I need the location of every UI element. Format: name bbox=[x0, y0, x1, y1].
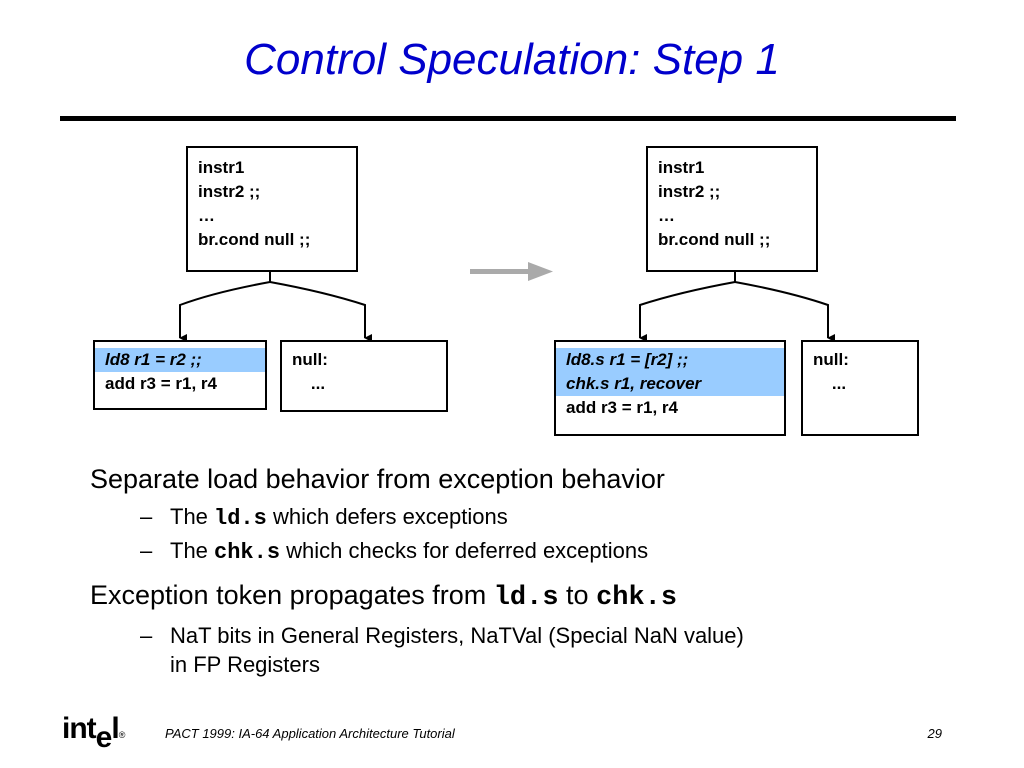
left-top-code-box: instr1 instr2 ;; … br.cond null ;; bbox=[186, 146, 358, 272]
dash-glyph: – bbox=[140, 504, 153, 529]
right-null-code-box: null: ... bbox=[801, 340, 919, 436]
code-line: instr2 ;; bbox=[198, 182, 261, 201]
transform-arrow-icon bbox=[470, 262, 553, 281]
bullet-text: Exception token propagates from bbox=[90, 580, 494, 610]
code-line: null: bbox=[813, 350, 849, 369]
code-line: instr1 bbox=[658, 158, 705, 177]
code-token: chk.s bbox=[596, 583, 678, 613]
intel-logo: intel® bbox=[62, 712, 126, 754]
bullet-exception-token: Exception token propagates from ld.s to … bbox=[90, 578, 677, 615]
code-line: add r3 = r1, r4 bbox=[566, 398, 678, 417]
diagram-connectors bbox=[179, 262, 835, 342]
page-number: 29 bbox=[927, 726, 942, 741]
title-rule bbox=[60, 116, 956, 121]
logo-text: l bbox=[111, 712, 119, 745]
slide-title: Control Speculation: Step 1 bbox=[244, 35, 780, 84]
code-line: null: bbox=[292, 350, 328, 369]
code-line: ... bbox=[292, 374, 326, 393]
dash-glyph: – bbox=[140, 623, 153, 648]
logo-registered-mark: ® bbox=[118, 730, 126, 740]
code-line: … bbox=[658, 206, 675, 225]
sub-bullet-text: in FP Registers bbox=[170, 652, 320, 677]
code-line: instr2 ;; bbox=[658, 182, 721, 201]
code-token: ld.s bbox=[214, 506, 267, 531]
code-line: … bbox=[198, 206, 215, 225]
right-top-code-box: instr1 instr2 ;; … br.cond null ;; bbox=[646, 146, 818, 272]
bullet-separate-load: Separate load behavior from exception be… bbox=[90, 464, 665, 494]
code-line: add r3 = r1, r4 bbox=[105, 374, 217, 393]
left-load-code-box: ld8 r1 = r2 ;; add r3 = r1, r4 bbox=[93, 340, 267, 410]
bullet-text: to bbox=[558, 580, 597, 610]
right-load-code-box: ld8.s r1 = [r2] ;; chk.s r1, recover add… bbox=[554, 340, 786, 436]
logo-text: int bbox=[62, 712, 97, 745]
code-token: chk.s bbox=[214, 540, 281, 565]
left-tree-connector bbox=[179, 272, 372, 342]
highlighted-code-line: chk.s r1, recover bbox=[556, 372, 784, 396]
sub-bullet-text: The bbox=[170, 504, 215, 529]
code-line: br.cond null ;; bbox=[658, 230, 771, 249]
sub-bullet-text: The bbox=[170, 538, 215, 563]
code-line: ... bbox=[813, 374, 847, 393]
highlighted-code-line: ld8 r1 = r2 ;; bbox=[95, 348, 265, 372]
logo-text: e bbox=[95, 721, 113, 754]
code-token: ld.s bbox=[493, 583, 559, 613]
sub-bullet-text: which defers exceptions bbox=[266, 504, 508, 529]
highlighted-code-line: ld8.s r1 = [r2] ;; bbox=[556, 348, 784, 372]
code-line: br.cond null ;; bbox=[198, 230, 311, 249]
dash-glyph: – bbox=[140, 538, 153, 563]
code-line: instr1 bbox=[198, 158, 245, 177]
left-null-code-box: null: ... bbox=[280, 340, 448, 412]
sub-bullet-text: which checks for deferred exceptions bbox=[280, 538, 649, 563]
footer-caption: PACT 1999: IA-64 Application Architectur… bbox=[165, 726, 455, 741]
right-tree-connector bbox=[639, 272, 835, 342]
sub-bullet-text: NaT bits in General Registers, NaTVal (S… bbox=[170, 623, 744, 648]
